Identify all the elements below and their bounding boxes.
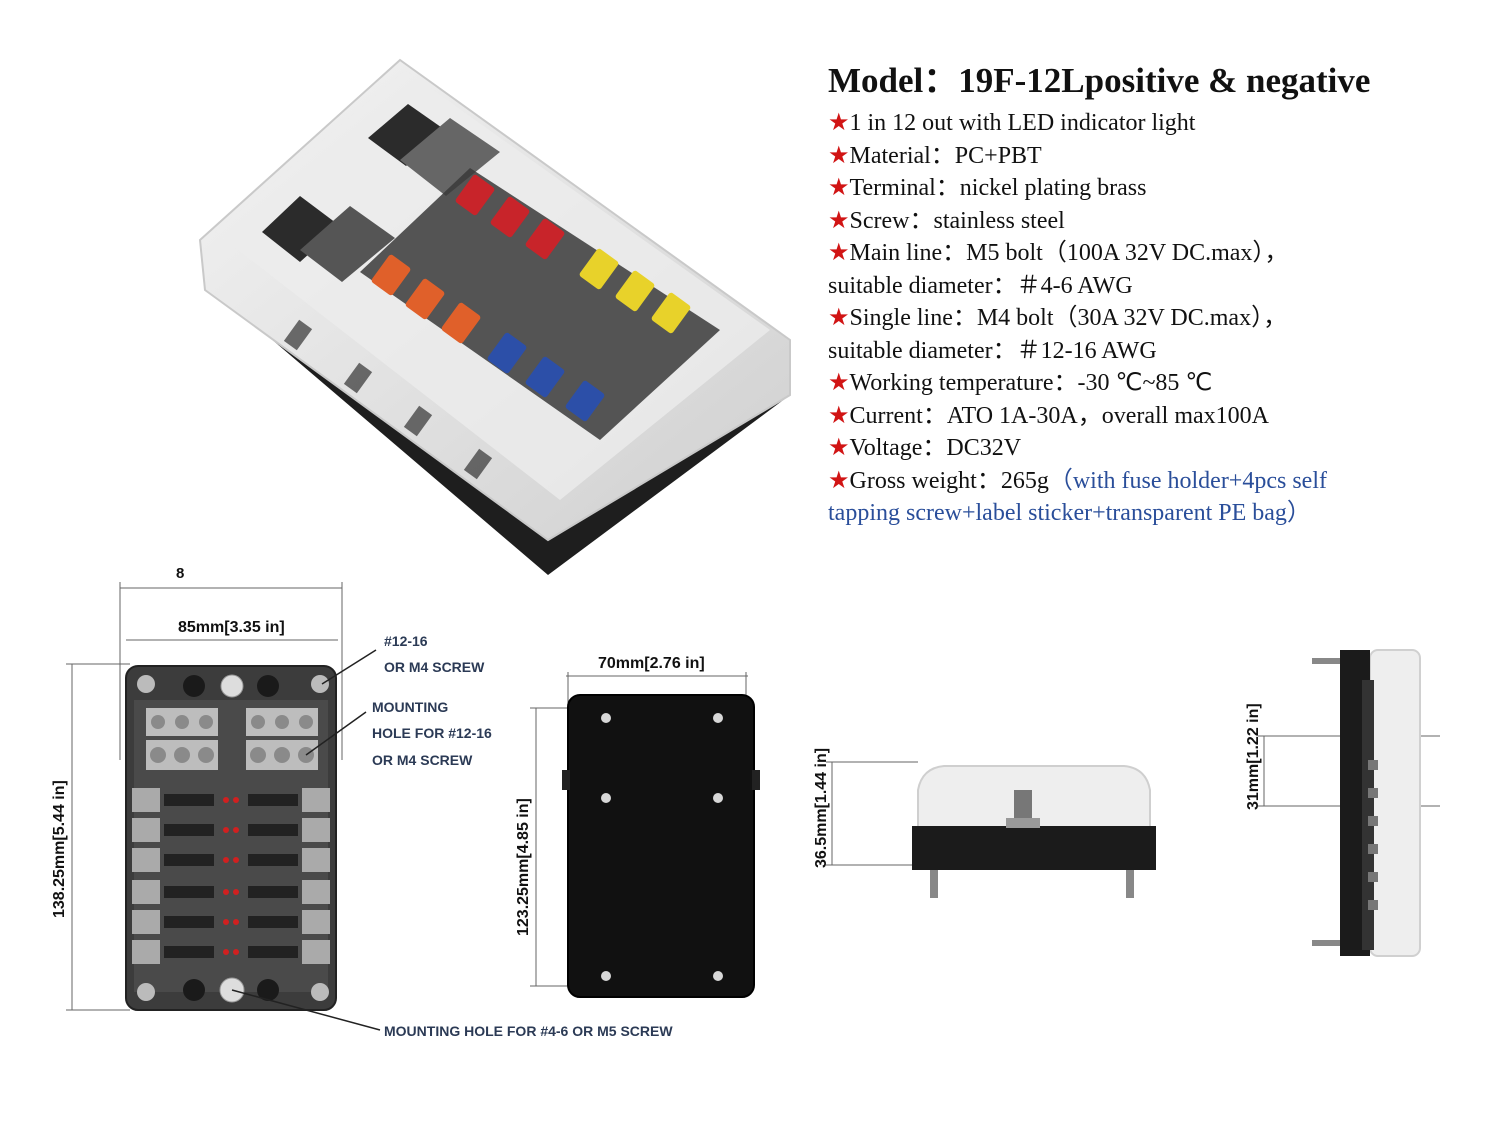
callout-screw-line1: #12-16	[384, 633, 428, 649]
back-view: 70mm[2.76 in] 123.25mm[4.85 in]	[515, 655, 760, 998]
callout-mount-line1: MOUNTING	[372, 699, 448, 715]
fuse-row-top	[455, 174, 691, 334]
product-photo	[198, 58, 791, 575]
model-title: Model：19F-12Lpositive & negative	[828, 61, 1371, 100]
fuse-row-bottom	[371, 254, 605, 422]
spec-line: ★Gross weight：265g（with fuse holder+4pcs…	[828, 467, 1327, 494]
profile-view: 31mm[1.22 in]	[1245, 649, 1440, 957]
spec-line: ★Screw：stainless steel	[828, 207, 1065, 234]
front-height-label: 138.25mm[5.44 in]	[51, 780, 68, 918]
back-width-label: 70mm[2.76 in]	[598, 655, 705, 672]
front-width-label: 85mm[3.35 in]	[178, 619, 285, 636]
back-height-label: 123.25mm[4.85 in]	[515, 798, 532, 936]
front-fuse-rows	[132, 788, 330, 964]
profile-height-label: 31mm[1.22 in]	[1245, 703, 1262, 810]
spec-panel: Model：19F-12Lpositive & negative ★1 in 1…	[828, 58, 1468, 530]
spec-line: ★Single line：M4 bolt（30A 32V DC.max），	[828, 305, 1288, 331]
spec-line: ★Main line：M5 bolt（100A 32V DC.max），	[828, 240, 1289, 266]
callout-mount-line3: OR M4 SCREW	[372, 752, 473, 768]
spec-line: ★Material：PC+PBT	[828, 142, 1042, 169]
spec-line-cont: suitable diameter：＃12-16 AWG	[828, 337, 1157, 364]
spec-line-cont: tapping screw+label sticker+transparent …	[828, 500, 1311, 526]
spec-line: ★Current：ATO 1A-30A，overall max100A	[828, 402, 1269, 429]
callout-mount-line2: HOLE FOR #12-16	[372, 725, 492, 741]
spec-line: ★1 in 12 out with LED indicator light	[828, 110, 1196, 136]
callout-screw-line2: OR M4 SCREW	[384, 659, 485, 675]
side-view: 36.5mm[1.44 in]	[813, 748, 1156, 898]
spec-line: ★Working temperature：-30 ℃~85 ℃	[828, 370, 1213, 396]
side-height-label: 36.5mm[1.44 in]	[813, 748, 830, 868]
callout-bottom: MOUNTING HOLE FOR #4-6 OR M5 SCREW	[384, 1023, 673, 1039]
spec-line-cont: suitable diameter：＃4-6 AWG	[828, 272, 1133, 299]
front-view: 8 85mm[3.35 in] 138.25mm[5.44 in]	[51, 565, 673, 1039]
spec-line: ★Voltage：DC32V	[828, 435, 1022, 461]
spec-line: ★Terminal：nickel plating brass	[828, 175, 1147, 201]
